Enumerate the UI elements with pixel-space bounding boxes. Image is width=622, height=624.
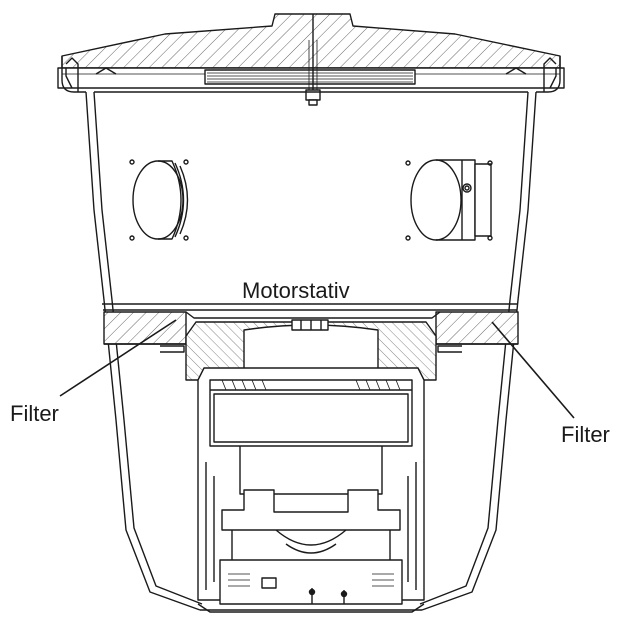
leader-line-filter-left <box>59 319 177 397</box>
left-inlet <box>129 159 189 241</box>
motor-stand <box>185 319 437 381</box>
label-filter-right: Filter <box>561 422 610 447</box>
leader-lines <box>59 319 575 419</box>
leader-line-filter-right <box>491 321 575 419</box>
label-filter-left: Filter <box>10 401 59 426</box>
motor-housing <box>197 367 425 613</box>
bucket-wall <box>85 91 537 611</box>
lid <box>57 13 565 106</box>
right-inlet <box>405 159 493 241</box>
label-motor-stand: Motorstativ <box>242 278 350 303</box>
